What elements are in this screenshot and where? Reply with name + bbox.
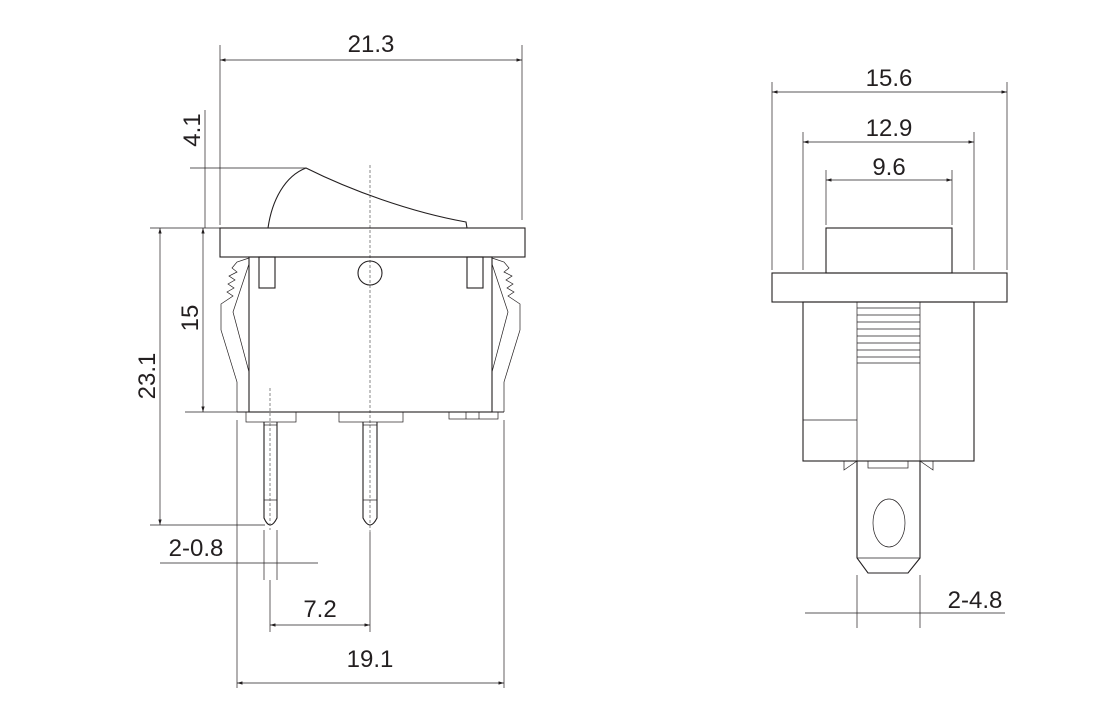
pin-right <box>362 422 378 526</box>
flange <box>219 227 526 258</box>
dim-label-rocker-height: 4.1 <box>179 113 206 146</box>
dim-label-body-width: 19.1 <box>347 646 394 673</box>
dim-label-flange-width: 15.6 <box>866 65 913 92</box>
right-spring-inner <box>491 263 509 373</box>
left-spring-clip <box>220 257 250 412</box>
dim-label-pin-width: 2-0.8 <box>169 535 224 562</box>
pin-base-right <box>448 411 499 420</box>
dim-label-overall-width: 21.3 <box>348 31 395 58</box>
terminal-tab <box>867 460 909 469</box>
left-tab <box>258 256 276 289</box>
indicator-circle <box>357 260 383 286</box>
dim-label-pin-spacing: 7.2 <box>303 596 336 623</box>
dim-label-total-height: 23.1 <box>134 353 161 400</box>
right-spring-clip <box>491 257 521 412</box>
dim-label-terminal-width: 2-4.8 <box>948 587 1003 614</box>
right-tab <box>466 256 484 289</box>
dim-label-body-height: 15 <box>177 305 204 332</box>
barbs <box>843 460 934 471</box>
pin-base-left <box>245 411 297 423</box>
dim-label-body-width: 12.9 <box>866 115 913 142</box>
terminal <box>856 461 921 574</box>
pin-left <box>263 422 278 526</box>
thread <box>856 302 921 461</box>
pin-base-center <box>338 411 404 423</box>
dim-label-rocker-width: 9.6 <box>872 154 905 181</box>
end-view: 15.6 12.9 9.6 2-4.8 <box>771 65 1008 628</box>
left-spring-inner <box>232 263 250 373</box>
terminal-hole <box>872 498 906 548</box>
switch-body <box>248 256 493 413</box>
rocker-top <box>825 227 953 274</box>
rocker-actuator <box>267 167 468 229</box>
flange <box>771 272 1008 303</box>
side-view: 21.3 4.1 15 23.1 2-0.8 7.2 19.1 <box>134 31 526 688</box>
switch-body <box>802 301 975 462</box>
